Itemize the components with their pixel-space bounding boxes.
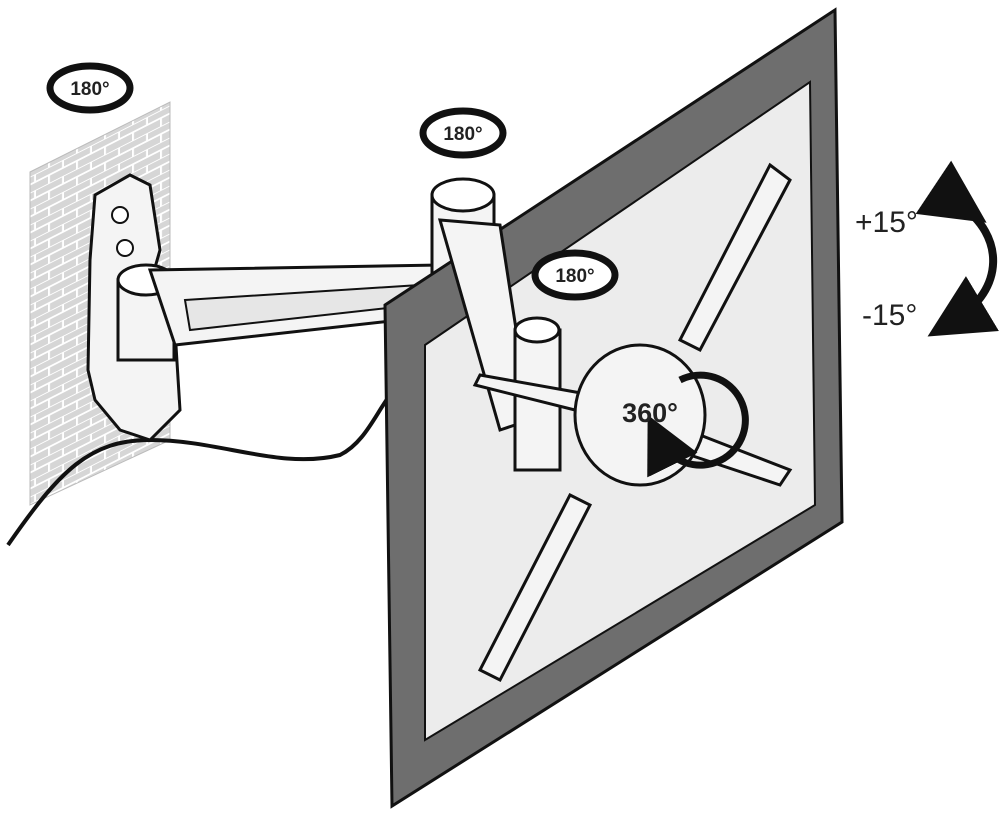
tilt-down-label: -15°	[862, 299, 917, 332]
tilt-arrow-icon	[915, 160, 999, 337]
rotation-label: 360°	[622, 398, 678, 428]
rotation-label: 180°	[443, 124, 482, 145]
rotation-180-arm: 180°	[419, 107, 507, 159]
rotation-label: 180°	[70, 79, 109, 100]
screw-icon	[116, 239, 134, 257]
tilt-indicator: +15° -15°	[855, 160, 999, 337]
rotation-180-wall: 180°	[46, 62, 134, 114]
rotation-label: 180°	[555, 266, 594, 287]
rotation-180-head: 180°	[531, 249, 619, 301]
vesa-bracket	[472, 162, 793, 683]
tilt-up-label: +15°	[855, 206, 918, 239]
rotation-360-plate: 360°	[622, 371, 749, 478]
screw-icon	[111, 206, 129, 224]
